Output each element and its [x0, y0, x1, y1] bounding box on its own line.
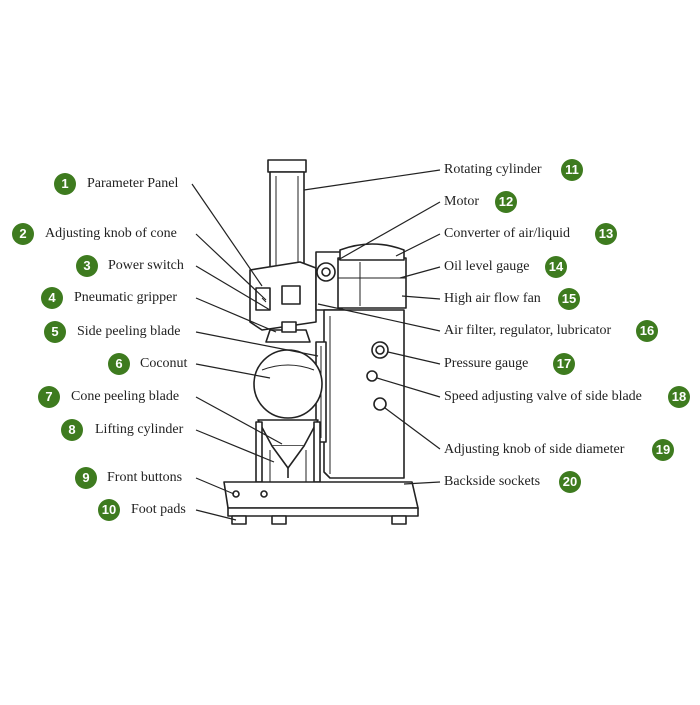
pressure-gauge	[371, 341, 389, 359]
badge-11: 11	[561, 159, 583, 181]
badge-6: 6	[108, 353, 130, 375]
leader-3	[195, 265, 271, 311]
motor-box	[337, 257, 407, 309]
leader-5	[195, 331, 319, 357]
foot-pad-1	[231, 515, 247, 525]
leader-16	[317, 303, 441, 332]
main-column	[323, 309, 405, 479]
leader-7	[195, 396, 283, 445]
leader-6	[195, 363, 271, 379]
label-foot-pads: Foot pads	[131, 502, 186, 517]
label-pneumatic-gripper: Pneumatic gripper	[74, 290, 178, 305]
base-plate	[223, 481, 419, 509]
leader-17	[387, 351, 441, 365]
leader-12	[337, 201, 441, 261]
label-air-filter: Air filter, regulator, lubricator	[444, 323, 612, 338]
badge-4: 4	[41, 287, 63, 309]
badge-7: 7	[38, 386, 60, 408]
label-rotating-cylinder: Rotating cylinder	[444, 162, 542, 177]
badge-10: 10	[98, 499, 120, 521]
label-speed-adjusting-valve: Speed adjusting valve of side blade	[444, 389, 642, 404]
badge-17: 17	[553, 353, 575, 375]
leader-9	[195, 477, 235, 495]
leader-18	[376, 377, 441, 398]
badge-13: 13	[595, 223, 617, 245]
leader-19	[384, 407, 441, 450]
label-motor: Motor	[444, 194, 479, 209]
badge-1: 1	[54, 173, 76, 195]
leader-2	[195, 233, 267, 301]
label-parameter-panel: Parameter Panel	[87, 176, 179, 191]
cone-peeling-blade	[257, 419, 319, 447]
badge-20: 20	[559, 471, 581, 493]
label-cone-peeling-blade: Cone peeling blade	[71, 389, 180, 404]
badge-8: 8	[61, 419, 83, 441]
leader-4	[195, 297, 277, 333]
leader-14	[399, 266, 441, 279]
label-oil-level-gauge: Oil level gauge	[444, 259, 530, 274]
badge-15: 15	[558, 288, 580, 310]
label-pressure-gauge: Pressure gauge	[444, 356, 529, 371]
label-backside-sockets: Backside sockets	[444, 474, 541, 489]
label-lifting-cylinder: Lifting cylinder	[95, 422, 184, 437]
leader-1	[191, 183, 263, 287]
side-diameter-knob	[373, 397, 387, 411]
badge-5: 5	[44, 321, 66, 343]
label-power-switch: Power switch	[108, 258, 184, 273]
badge-3: 3	[76, 255, 98, 277]
badge-2: 2	[12, 223, 34, 245]
label-side-peeling-blade: Side peeling blade	[77, 324, 181, 339]
foot-pad-3	[391, 515, 407, 525]
badge-18: 18	[668, 386, 690, 408]
lifting-cylinder-right	[313, 421, 321, 483]
badge-12: 12	[495, 191, 517, 213]
rotating-cylinder	[269, 171, 305, 271]
badge-19: 19	[652, 439, 674, 461]
foot-pad-2	[271, 515, 287, 525]
badge-14: 14	[545, 256, 567, 278]
badge-16: 16	[636, 320, 658, 342]
leader-13	[395, 233, 441, 257]
front-button-right	[260, 490, 268, 498]
leader-15	[401, 295, 441, 300]
coconut	[253, 349, 323, 419]
rotating-cylinder-cap	[267, 159, 307, 173]
leader-8	[195, 429, 275, 463]
leader-10	[195, 509, 237, 521]
leader-20	[403, 481, 441, 485]
label-high-air-flow-fan: High air flow fan	[444, 291, 541, 306]
label-front-buttons: Front buttons	[107, 470, 183, 485]
label-adjusting-knob-side-diameter: Adjusting knob of side diameter	[444, 442, 625, 457]
leader-11	[303, 169, 441, 191]
badge-9: 9	[75, 467, 97, 489]
speed-valve	[366, 370, 378, 382]
label-adjusting-knob-cone: Adjusting knob of cone	[45, 226, 177, 241]
label-coconut: Coconut	[140, 356, 188, 371]
label-converter-air-liquid: Converter of air/liquid	[444, 226, 570, 241]
